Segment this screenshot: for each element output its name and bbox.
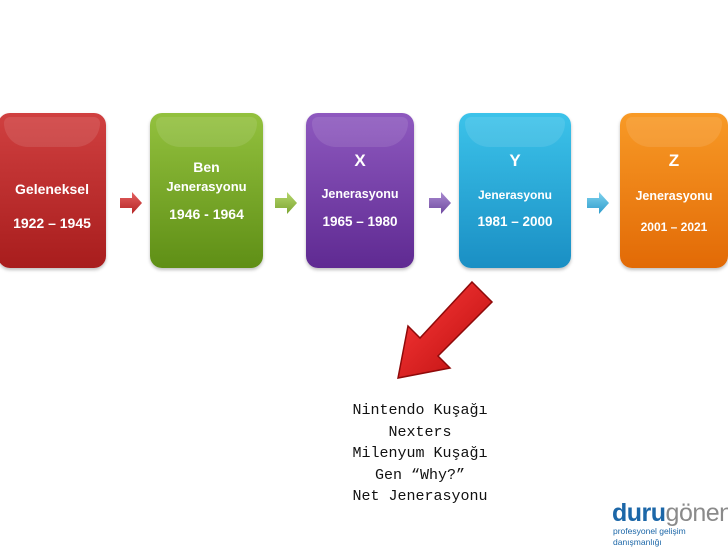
card-title: Z [668,151,680,170]
generation-card-geleneksel: Geleneksel 1922 – 1945 [0,113,106,268]
logo-part-1: duru [612,499,666,527]
card-title: Y [509,151,521,170]
nickname-item: Nintendo Kuşağı [352,402,488,419]
red-pointer-arrow-icon [397,280,494,379]
nickname-item: Nexters [388,423,452,441]
card-subtitle: Jenerasyonu [321,187,399,201]
nickname-item: Milenyum Kuşağı [352,445,488,462]
card-subtitle: Jenerasyonu [166,179,247,194]
logo-tagline: profesyonel gelişim danışmanlığı [613,526,686,547]
chevron-arrow-icon [429,192,451,214]
generation-nicknames-list: Nintendo Kuşağı Nexters Milenyum Kuşağı … [335,400,505,508]
generation-card-y: Y Jenerasyonu 1981 – 2000 [459,113,571,268]
chevron-arrow-icon [120,192,142,214]
generation-card-z: Z Jenerasyonu 2001 – 2021 [620,113,728,268]
card-years: 1965 – 1980 [322,214,398,229]
card-subtitle: Jenerasyonu [477,188,553,202]
card-years: 1946 - 1964 [169,206,244,222]
generation-card-ben: Ben Jenerasyonu 1946 - 1964 [150,113,263,268]
card-years: 1922 – 1945 [13,215,91,231]
card-title: Ben [193,159,220,175]
card-title: Geleneksel [15,181,89,197]
card-subtitle: Jenerasyonu [635,189,713,203]
nickname-item: Gen “Why?” [374,466,465,484]
card-years: 1981 – 2000 [477,214,553,229]
durugonen-logo: durugönen profesyonel gelişim danışmanlı… [612,500,728,548]
chevron-arrow-icon [587,192,609,214]
generation-card-x: X Jenerasyonu 1965 – 1980 [306,113,414,268]
card-years: 2001 – 2021 [640,220,708,234]
chevron-arrow-icon [275,192,297,214]
nickname-item: Net Jenerasyonu [352,488,488,505]
logo-part-2: gönen [665,499,728,527]
card-title: X [354,151,366,170]
